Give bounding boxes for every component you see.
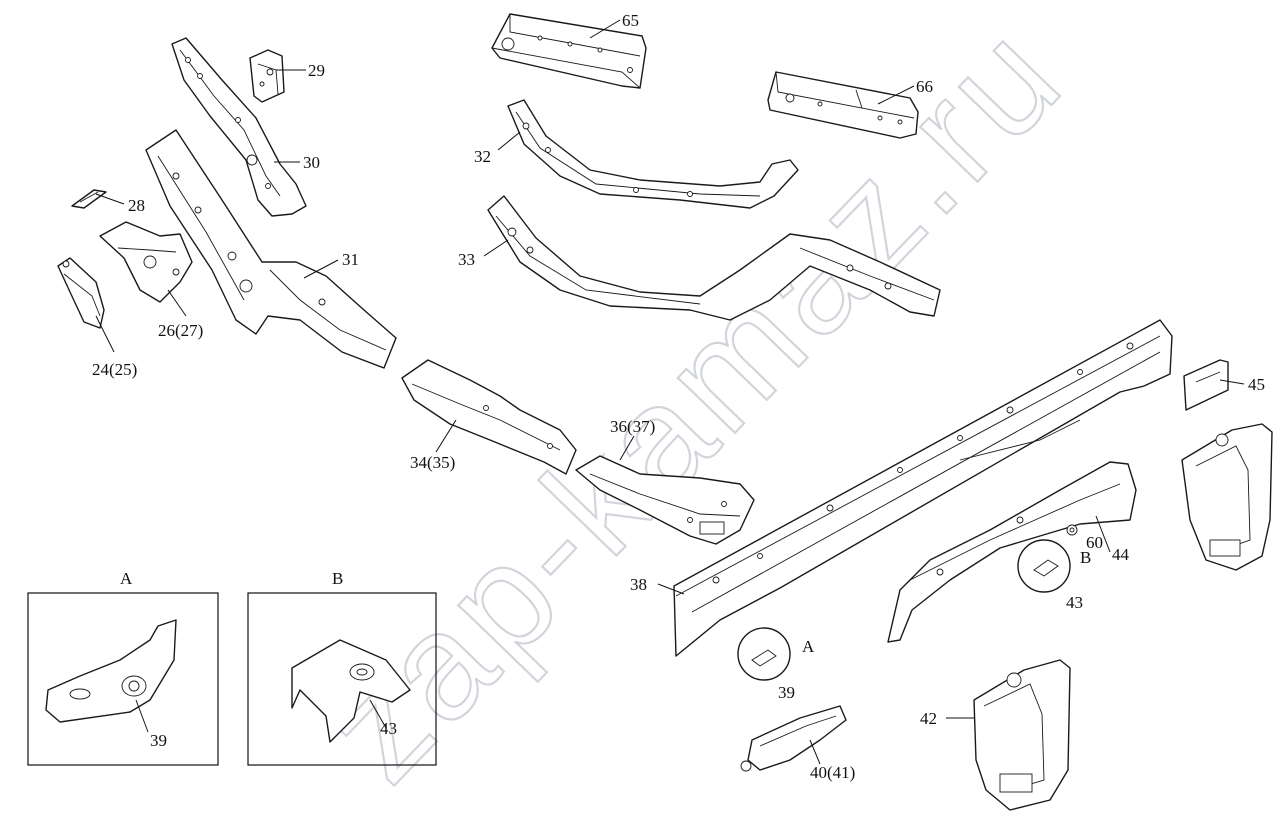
box-b-part-label: 43 [380,719,397,738]
part-44 [887,461,1137,643]
label-39: 39 [778,683,795,702]
label-24: 24(25) [92,360,137,379]
detail-bubble-43 [1017,539,1071,593]
inset-box-b [247,592,437,766]
part-28 [71,189,107,209]
label-b-callout: B [1080,548,1091,567]
part-31 [145,129,397,369]
part-42 [973,659,1071,811]
part-29 [249,49,285,103]
part-26 [99,221,193,303]
part-66 [767,71,919,139]
part-30 [171,37,307,217]
part-34 [401,359,577,475]
inset-box-a [27,592,219,766]
box-b-title: B [332,569,343,588]
label-66: 66 [916,77,933,96]
label-32: 32 [474,147,491,166]
label-43: 43 [1066,593,1083,612]
part-33 [487,195,941,321]
box-a-title: A [120,569,133,588]
part-60 [1066,524,1078,536]
label-33: 33 [458,250,475,269]
box-a-part-label: 39 [150,731,167,750]
label-34: 34(35) [410,453,455,472]
label-40: 40(41) [810,763,855,782]
watermark: zap-kamaz.ru [292,0,1094,812]
label-45: 45 [1248,375,1265,394]
part-42-upper [1181,423,1273,571]
label-65: 65 [622,11,639,30]
label-30: 30 [303,153,320,172]
leader-lines [95,19,1245,765]
part-24 [57,257,105,329]
label-28: 28 [128,196,145,215]
part-45 [1183,359,1229,411]
part-40 [740,705,847,772]
part-65 [491,13,647,89]
part-32 [507,99,799,209]
label-60: 60 [1086,533,1103,552]
part-labels: 29 30 28 26(27) 24(25) 31 65 66 32 33 34… [92,11,1265,782]
label-26: 26(27) [158,321,203,340]
label-42: 42 [920,709,937,728]
label-29: 29 [308,61,325,80]
label-44: 44 [1112,545,1130,564]
part-38 [673,319,1173,657]
label-31: 31 [342,250,359,269]
detail-bubble-39 [737,627,791,681]
label-36: 36(37) [610,417,655,436]
part-36 [575,455,755,545]
label-38: 38 [630,575,647,594]
label-a-callout: A [802,637,815,656]
